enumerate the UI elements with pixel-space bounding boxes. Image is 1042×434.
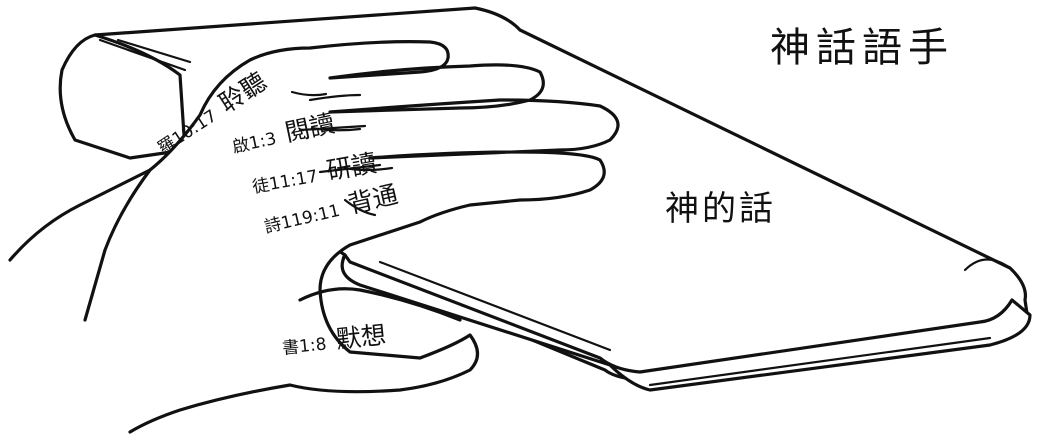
bible-label: 神的話 [665, 189, 776, 229]
hand-outline [8, 40, 620, 434]
thumb [298, 287, 462, 322]
title: 神話語手 [770, 25, 954, 71]
bible-spine [58, 33, 187, 160]
finger-word: 默想 [334, 320, 388, 355]
